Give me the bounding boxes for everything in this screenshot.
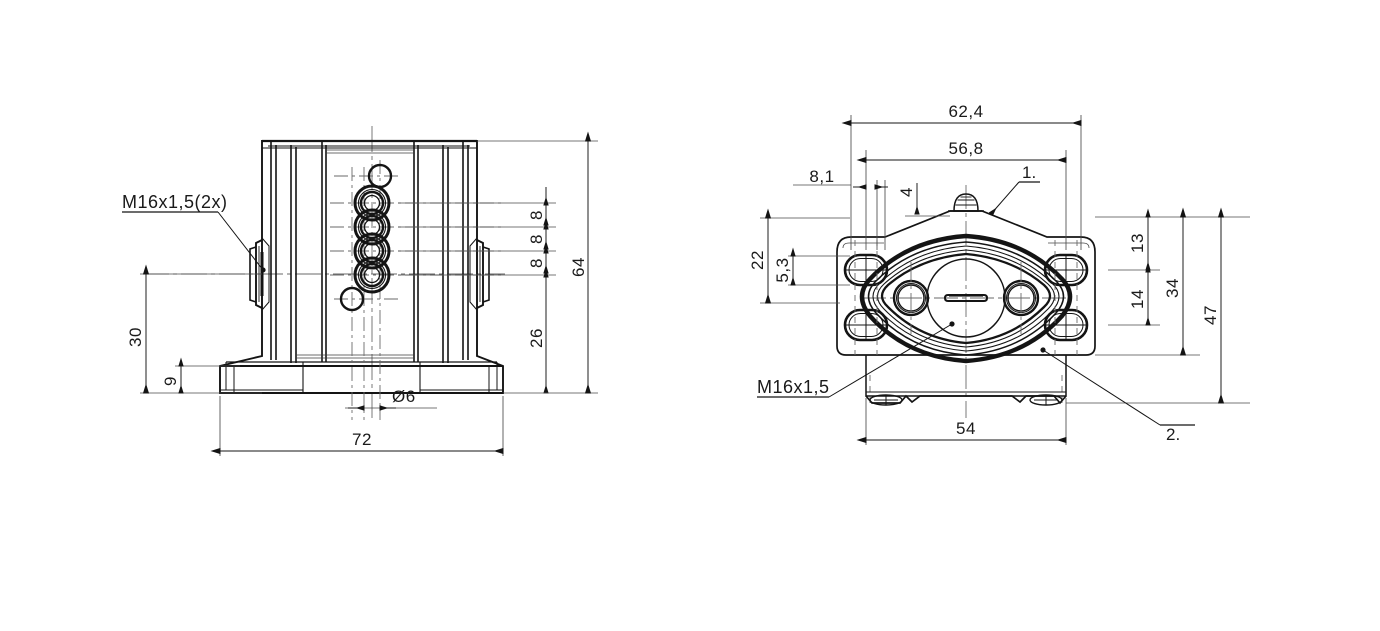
- front-view-right-boss: [469, 237, 490, 311]
- port-top-small: [367, 163, 393, 189]
- dim-72-label: 72: [352, 430, 372, 449]
- dim-54-label: 54: [956, 419, 976, 438]
- front-view-detail-lines: [296, 149, 414, 359]
- dim-d6-label: Ø6: [392, 387, 416, 406]
- thread-callout-m16-label: M16x1,5: [757, 377, 830, 397]
- item-balloon-2-label: 2.: [1166, 425, 1180, 444]
- dim-47-label: 47: [1201, 305, 1220, 325]
- side-view-mount-slot-br: [1043, 308, 1089, 342]
- dim-left-ext: [140, 273, 262, 394]
- front-view-base-foot: [220, 361, 503, 393]
- dim-34-label: 34: [1163, 278, 1182, 298]
- front-view-threaded-ports: [339, 163, 393, 312]
- dim-81-ext: [793, 180, 886, 250]
- dim-8-c-label: 8: [527, 258, 546, 268]
- port-4: [353, 256, 391, 294]
- front-view-extension-lines: [398, 202, 556, 276]
- dim-stack-ext: [477, 140, 598, 394]
- dim-13-label: 13: [1128, 233, 1147, 253]
- dim-624-ext: [850, 115, 1082, 250]
- dim-8-b-label: 8: [527, 234, 546, 244]
- dim-624-label: 62,4: [948, 102, 983, 121]
- dim-8-a-label: 8: [527, 210, 546, 220]
- dome-hatch: [955, 196, 977, 206]
- side-view-housing-outline: [836, 210, 1096, 356]
- dim-14-label: 14: [1128, 289, 1147, 309]
- dim-4-label: 4: [897, 187, 916, 197]
- dim-9-label: 9: [161, 376, 180, 386]
- dim-26-label: 26: [527, 328, 546, 348]
- callout-underlines: [122, 181, 1195, 426]
- front-elevation-view: 8 8 8 26 64 30 9 Ø6: [122, 126, 598, 456]
- dim-568-ext: [865, 150, 1067, 250]
- side-view-port-centerlines: [910, 262, 1022, 334]
- side-view-top-dome: [948, 193, 984, 212]
- dim-81-label: 8,1: [809, 167, 834, 186]
- thread-callout-m16-2x-label: M16x1,5(2x): [122, 192, 228, 212]
- dim-568-label: 56,8: [948, 139, 983, 158]
- dim-53-label: 5,3: [773, 257, 792, 282]
- dim-22-ext: [760, 217, 850, 304]
- port-bottom-small: [339, 286, 365, 312]
- side-view-mount-slot-bl: [843, 308, 889, 342]
- side-view-mount-slot-tr: [1043, 253, 1089, 287]
- item-balloon-1-label: 1.: [1022, 163, 1036, 182]
- end-elevation-view: 62,4 56,8 8,1 4: [748, 102, 1250, 445]
- dim-22-label: 22: [748, 250, 767, 270]
- front-view-rib-lines: [270, 142, 469, 363]
- dim-72-ext: [219, 396, 504, 456]
- dim-30-label: 30: [126, 327, 145, 347]
- side-view-mount-slot-tl: [843, 253, 889, 287]
- dim-64-label: 64: [569, 257, 588, 277]
